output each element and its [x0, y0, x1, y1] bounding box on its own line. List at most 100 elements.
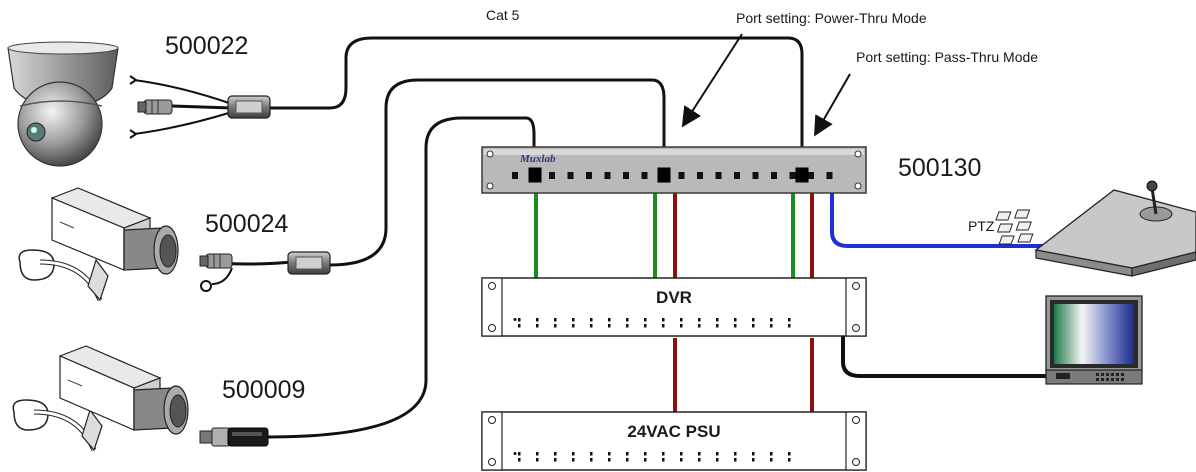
adapter-500022 — [227, 95, 271, 119]
switch-port — [808, 172, 814, 179]
panel-connector — [608, 452, 611, 456]
plugged-port — [657, 167, 671, 183]
adapter-500024 — [287, 251, 331, 275]
panel-connector — [680, 324, 683, 328]
panel-connector — [554, 452, 557, 456]
psu-connectors — [513, 452, 791, 462]
dvr-unit: DVR — [481, 277, 867, 337]
panel-connector — [698, 324, 701, 328]
panel-connector — [716, 324, 719, 328]
dvr-connectors — [513, 318, 791, 328]
panel-connector — [662, 318, 665, 322]
dome-camera-icon — [7, 41, 119, 167]
panel-connector — [554, 458, 557, 462]
panel-connector — [590, 324, 593, 328]
panel-connector — [590, 452, 593, 456]
switch-port — [826, 172, 833, 179]
panel-connector — [554, 324, 557, 328]
bnc-connector-icon — [137, 99, 173, 115]
panel-connector — [536, 452, 539, 456]
bnc-connector-icon — [199, 253, 233, 269]
switch-part-label: 500130 — [898, 154, 981, 182]
panel-connector — [716, 318, 719, 322]
panel-connector — [680, 452, 683, 456]
panel-connector — [716, 458, 719, 462]
cat5-cable-dome — [266, 36, 804, 175]
video-links — [534, 193, 795, 278]
switch-port — [549, 172, 555, 179]
box-camera-icon — [18, 187, 179, 302]
switch-port — [512, 172, 518, 179]
panel-connector — [644, 318, 647, 322]
cat5-cable-box1 — [328, 78, 666, 267]
panel-connector — [716, 452, 719, 456]
box-camera-icon — [12, 345, 189, 452]
panel-connector — [644, 324, 647, 328]
panel-connector — [536, 458, 539, 462]
power-thru-label: Port setting: Power-Thru Mode — [736, 10, 927, 26]
panel-connector — [518, 452, 521, 456]
monitor-icon — [1045, 295, 1143, 385]
panel-connector — [698, 458, 701, 462]
panel-connector — [518, 318, 521, 322]
panel-connector — [662, 458, 665, 462]
dvr-label: DVR — [656, 288, 692, 307]
panel-connector — [770, 318, 773, 322]
pass-thru-label: Port setting: Pass-Thru Mode — [856, 49, 1038, 65]
panel-connector — [752, 458, 755, 462]
panel-connector — [752, 452, 755, 456]
cable-type-label: Cat 5 — [486, 7, 520, 23]
panel-connector — [518, 324, 521, 328]
panel-connector — [680, 318, 683, 322]
plugged-port — [795, 167, 809, 183]
panel-connector — [518, 458, 521, 462]
panel-connector — [536, 318, 539, 322]
panel-connector — [752, 318, 755, 322]
panel-connector — [572, 324, 575, 328]
panel-connector — [770, 458, 773, 462]
dome-camera-leads — [129, 75, 233, 139]
panel-connector — [590, 318, 593, 322]
panel-connector — [626, 458, 629, 462]
panel-connector — [644, 458, 647, 462]
power-links — [673, 193, 814, 412]
ptz-keyboard-icon — [995, 180, 1196, 277]
panel-connector — [626, 324, 629, 328]
panel-connector — [662, 324, 665, 328]
panel-connector — [734, 458, 737, 462]
panel-connector — [698, 452, 701, 456]
cat5-cable-box2 — [266, 116, 536, 439]
panel-connector — [662, 452, 665, 456]
brand-logo: Muxlab — [519, 153, 556, 165]
panel-connector — [752, 324, 755, 328]
panel-connector — [626, 452, 629, 456]
panel-connector — [572, 452, 575, 456]
panel-connector — [734, 318, 737, 322]
rack-switch-500130: Muxlab — [481, 146, 867, 194]
psu-unit: 24VAC PSU — [481, 411, 867, 471]
switch-port — [623, 172, 629, 179]
ptz-link — [830, 191, 1050, 248]
switch-port — [752, 172, 759, 179]
switch-port — [771, 172, 777, 179]
box-part-label: 500024 — [205, 210, 289, 238]
panel-connector — [644, 452, 647, 456]
panel-connector — [590, 458, 593, 462]
pass-thru-arrow — [814, 73, 851, 137]
switch-port — [789, 172, 796, 179]
switch-port — [567, 172, 574, 179]
panel-connector — [788, 458, 791, 462]
adapter-500009 — [199, 427, 269, 447]
panel-connector — [536, 324, 539, 328]
panel-connector — [572, 458, 575, 462]
panel-connector — [734, 452, 737, 456]
plugged-port — [528, 167, 542, 183]
switch-ports — [512, 167, 833, 183]
panel-connector — [698, 318, 701, 322]
power-thru-arrow — [681, 33, 743, 128]
panel-connector — [770, 324, 773, 328]
bnc-part-label: 500009 — [222, 376, 305, 404]
panel-connector — [572, 318, 575, 322]
switch-port — [697, 172, 703, 179]
